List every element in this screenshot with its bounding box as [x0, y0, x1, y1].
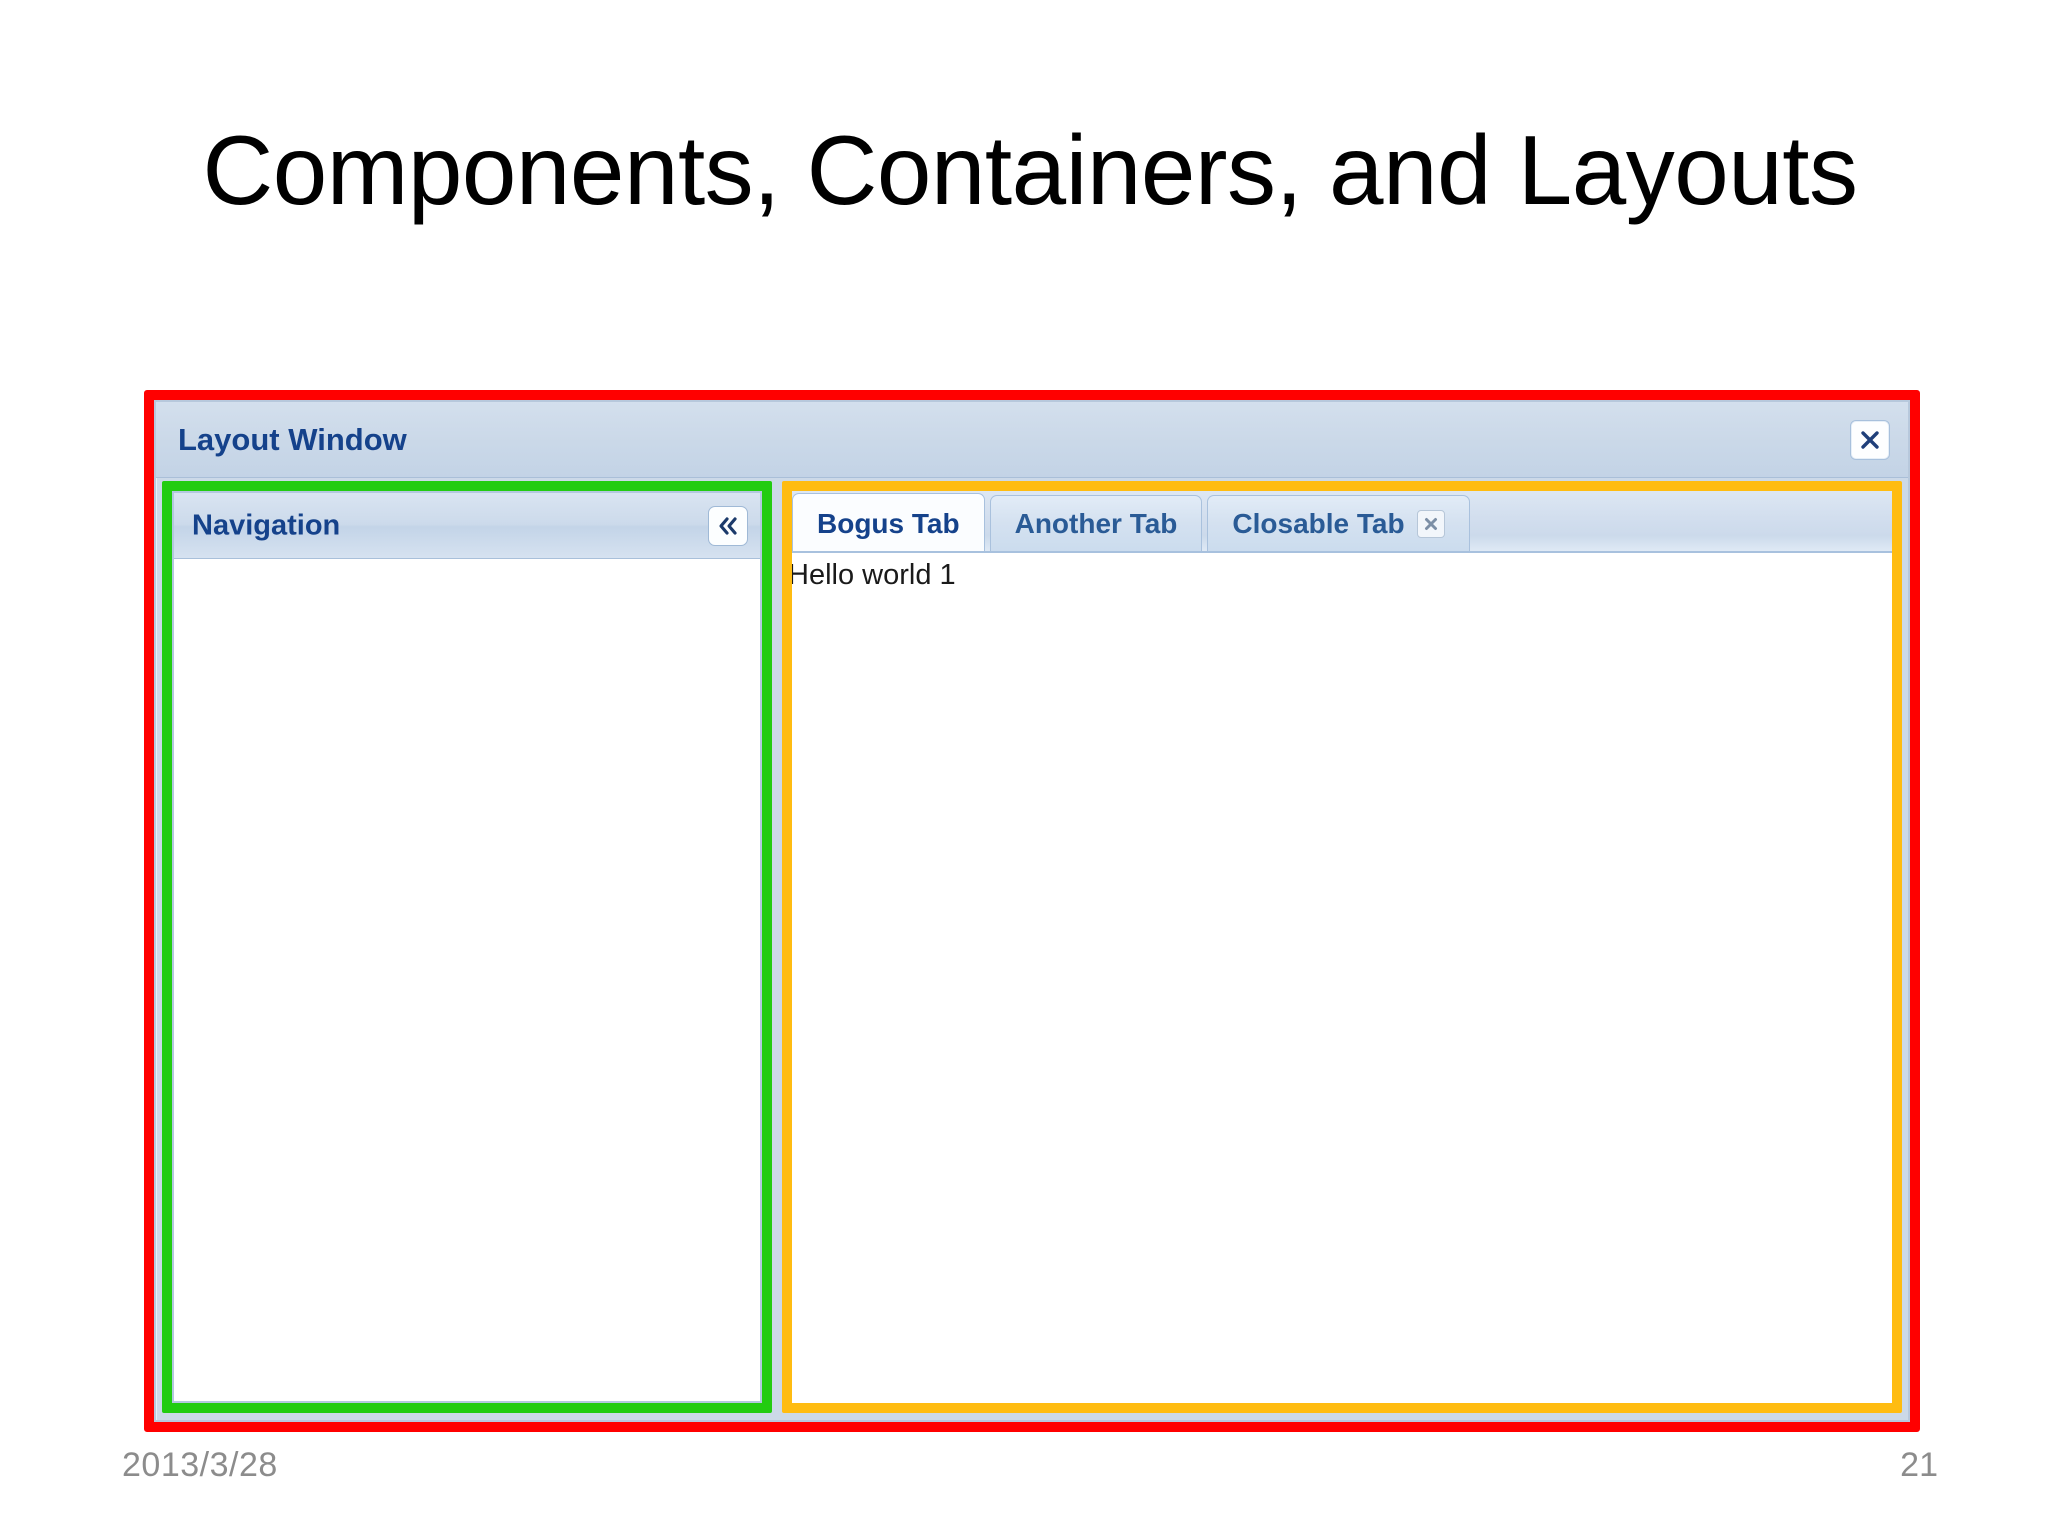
tab-label: Closable Tab	[1232, 507, 1405, 539]
tab-panel: Bogus Tab Another Tab Closable Tab	[792, 491, 1892, 1403]
window-title: Layout Window	[178, 421, 407, 457]
tab-label: Another Tab	[1014, 507, 1178, 539]
tab-close-icon[interactable]	[1416, 509, 1445, 538]
window-title-bar: Layout Window	[156, 402, 1908, 478]
tab-content-area: Hello world 1	[792, 553, 1892, 1403]
window-body: Navigation	[162, 481, 1902, 1413]
tab-label: Bogus Tab	[817, 507, 960, 539]
page-title: Components, Containers, and Layouts	[202, 115, 1858, 225]
navigation-title: Navigation	[192, 509, 341, 541]
close-x-icon	[1858, 428, 1882, 452]
layout-window: Layout Window Navigation	[154, 400, 1910, 1422]
footer-date: 2013/3/28	[122, 1446, 278, 1484]
layout-window-highlight-red: Layout Window Navigation	[144, 390, 1920, 1432]
navigation-panel: Navigation	[172, 491, 762, 1403]
navigation-collapse-button[interactable]	[708, 505, 748, 546]
tab-strip: Bogus Tab Another Tab Closable Tab	[792, 491, 1892, 553]
tab-bogus-tab[interactable]: Bogus Tab	[792, 493, 985, 551]
chevron-double-left-icon	[716, 515, 740, 537]
tab-panel-highlight-orange: Bogus Tab Another Tab Closable Tab	[782, 481, 1902, 1413]
navigation-highlight-green: Navigation	[162, 481, 772, 1413]
window-close-button[interactable]	[1850, 419, 1890, 460]
tab-another-tab[interactable]: Another Tab	[989, 495, 1203, 551]
navigation-body[interactable]	[174, 559, 760, 1401]
tab-content-text: Hello world 1	[792, 559, 956, 591]
footer-page-number: 21	[1900, 1446, 1938, 1484]
navigation-header: Navigation	[174, 493, 760, 559]
tab-closable-tab[interactable]: Closable Tab	[1207, 495, 1470, 551]
